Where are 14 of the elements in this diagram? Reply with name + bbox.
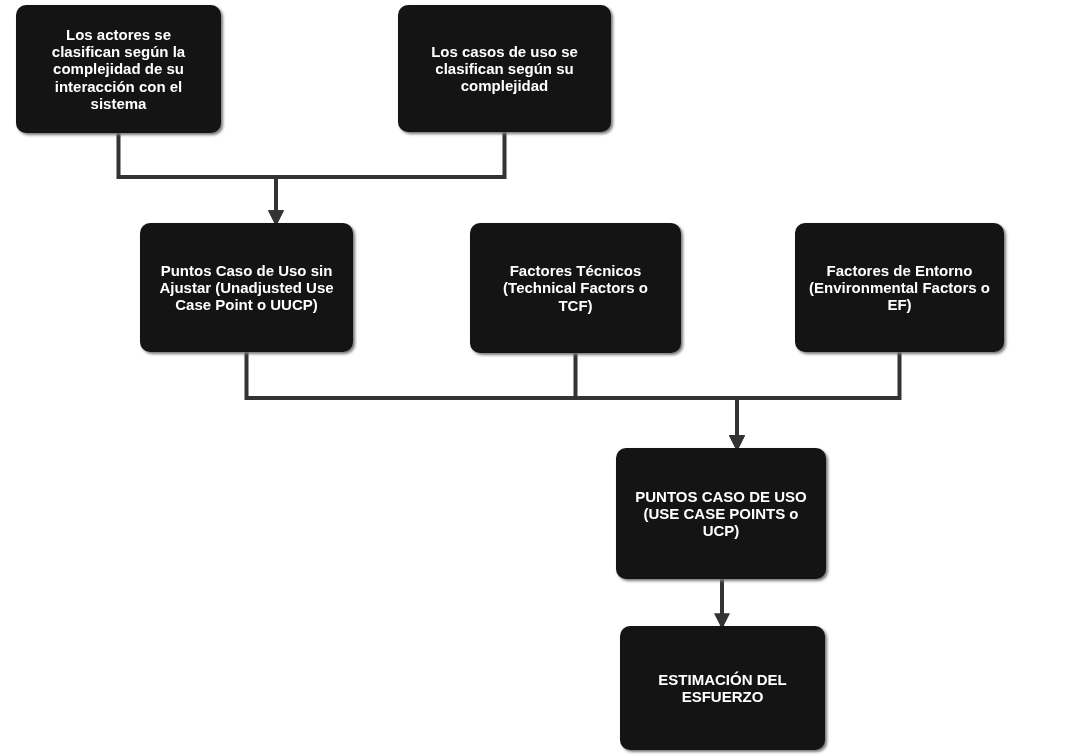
process-box bbox=[16, 5, 221, 133]
box-text: Factores Técnicos (Technical Factors o TCF) bbox=[502, 262, 649, 314]
box-text: Los casos de uso se clasifican según su complejidad bbox=[430, 42, 579, 95]
process-box bbox=[795, 223, 1004, 352]
box-text: Los actores se clasifican según la complejidad de su interacción con el sistema bbox=[50, 25, 187, 113]
process-box bbox=[470, 223, 681, 353]
box-text: PUNTOS CASO DE USO (USE CASE POINTS o UCP) bbox=[634, 487, 808, 540]
box-text: ESTIMACIÓN DEL ESFUERZO bbox=[657, 670, 788, 706]
box-text: Factores de Entorno (Environmental Factors o EF) bbox=[809, 261, 990, 314]
process-box bbox=[140, 223, 353, 352]
box-text: Puntos Caso de Uso sin Ajustar (Unadjusted Use Case Point o UUCP) bbox=[158, 261, 335, 314]
process-box bbox=[398, 5, 611, 132]
process-box bbox=[620, 626, 825, 750]
process-box bbox=[616, 448, 826, 579]
